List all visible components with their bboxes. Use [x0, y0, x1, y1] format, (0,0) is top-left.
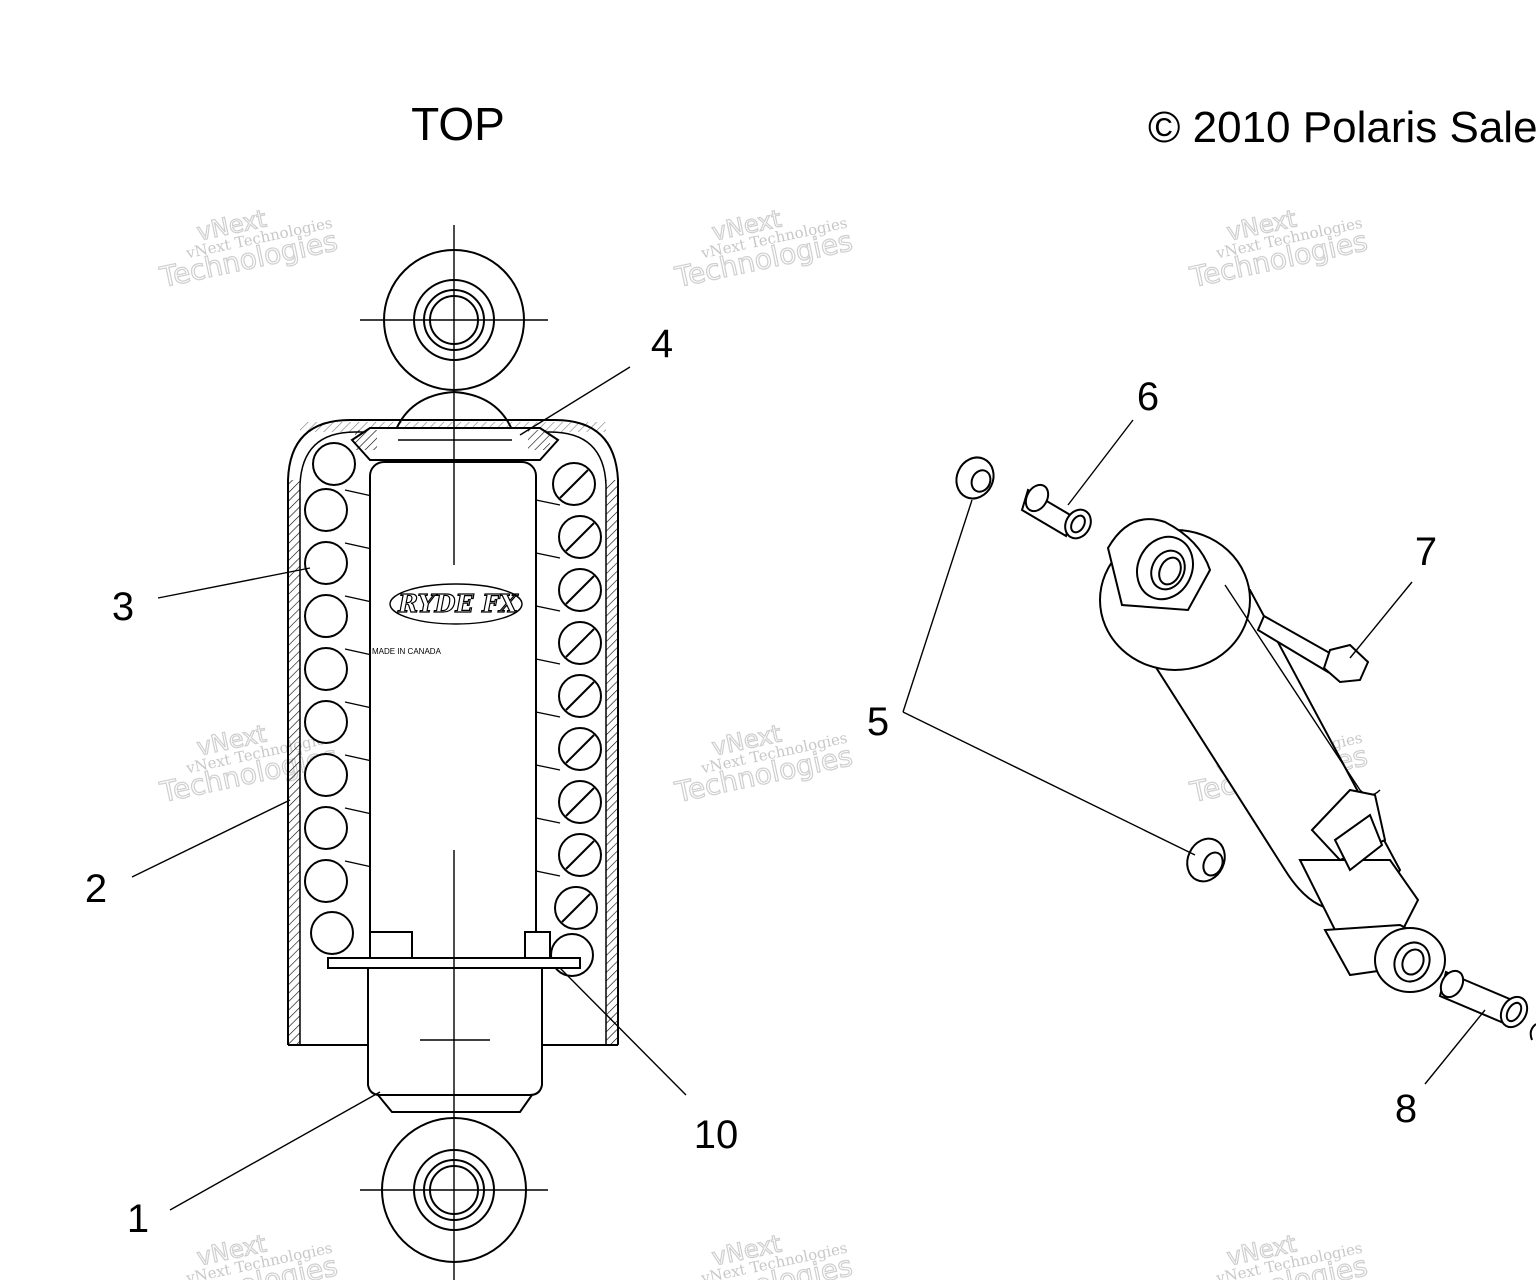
iso-shock-body [1099, 518, 1446, 993]
callout-7: 7 [1415, 530, 1437, 574]
made-in-canada-label: MADE IN CANADA [372, 647, 442, 656]
callout-labels: 1 2 3 4 5 6 7 8 10 [85, 322, 1437, 1241]
callout-2: 2 [85, 867, 107, 911]
mounting-bolt [1256, 614, 1370, 684]
flange-bushing-bottom [1186, 837, 1226, 883]
orientation-label: TOP [411, 98, 505, 150]
callout-4: 4 [651, 322, 673, 366]
watermark: vNext vNext Technologies Technologies [1186, 204, 1371, 295]
copyright-notice: © 2010 Polaris Sales [1148, 103, 1536, 152]
leader-lines [131, 366, 1486, 1211]
callout-10: 10 [694, 1113, 739, 1157]
callout-8: 8 [1395, 1087, 1417, 1131]
watermark: vNext vNext Technologies Technologies [671, 1229, 856, 1280]
callout-5: 5 [867, 700, 889, 744]
spring-coils-right [535, 462, 602, 977]
watermark: vNext vNext Technologies Technologies [1186, 1229, 1371, 1280]
ryde-fx-logo: RYDE FX [397, 589, 519, 618]
callout-6: 6 [1137, 375, 1159, 419]
watermark: vNext vNext Technologies Technologies [671, 204, 856, 295]
callout-1: 1 [127, 1197, 149, 1241]
spring-coils-left [304, 442, 373, 955]
top-spring-retainer [350, 427, 560, 461]
shock-body: RYDE FX MADE IN CANADA [369, 461, 551, 968]
watermark: vNext vNext Technologies Technologies [156, 1229, 341, 1280]
spacer-sleeve-bottom [1438, 969, 1536, 1041]
flange-bushing-top [955, 456, 995, 500]
shock-assembly-iso-view [955, 456, 1536, 1041]
shock-assembly-front-view: RYDE FX MADE IN CANADA [287, 225, 619, 1280]
lower-body [367, 967, 543, 1113]
callout-3: 3 [112, 585, 134, 629]
spacer-sleeve-top [1020, 483, 1092, 540]
watermark: vNext vNext Technologies Technologies [156, 204, 341, 295]
watermark: vNext vNext Technologies Technologies [671, 719, 856, 810]
